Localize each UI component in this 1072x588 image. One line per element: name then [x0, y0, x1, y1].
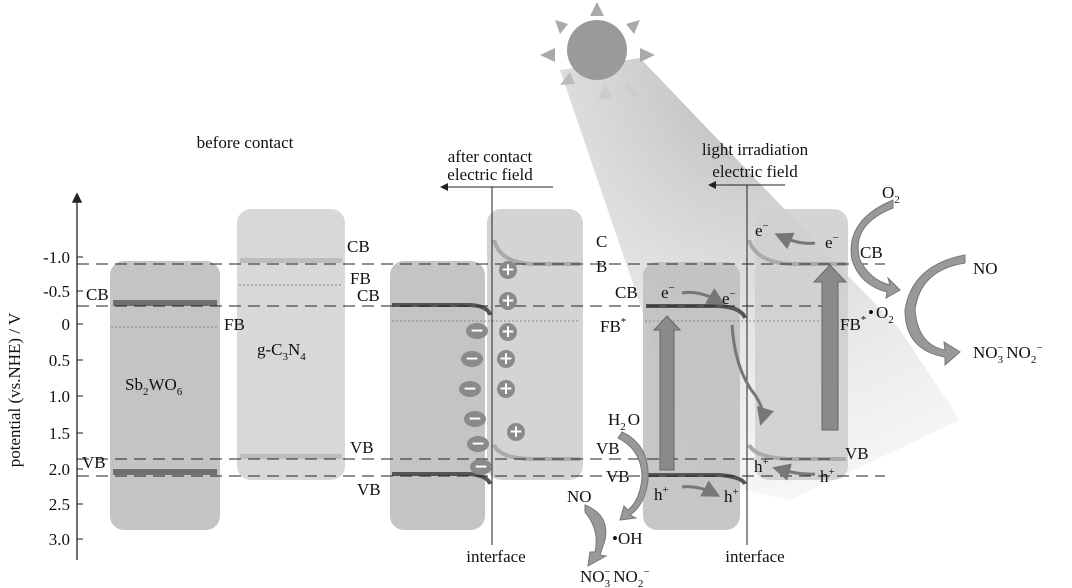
cb-label: CB [357, 286, 380, 305]
reference-lines [77, 263, 885, 477]
tick-label: -1.0 [43, 248, 70, 267]
superoxide-label: •O2 [868, 303, 894, 326]
minus-charge: − [471, 434, 485, 454]
minus-charge: − [470, 321, 484, 341]
before-contact-title: before contact [197, 133, 294, 152]
minus-charge: − [468, 409, 482, 429]
nitrate-nitrite-label: NO3−NO2− [580, 566, 650, 588]
plus-charge: + [509, 422, 523, 442]
tick-label: 3.0 [49, 530, 70, 549]
no-label: NO [567, 487, 592, 506]
vb-label: VB [82, 453, 106, 472]
hole-label: h+ [754, 456, 769, 476]
nitrate-nitrite-label: NO3−NO2− [973, 342, 1043, 366]
fb-star-label: FB* [840, 314, 866, 334]
no-label: NO [973, 259, 998, 278]
plus-charge: + [501, 291, 515, 311]
hole-label: h+ [820, 466, 835, 486]
electron-label: e− [755, 220, 769, 240]
vb-label: VB [606, 467, 630, 486]
fb-label: FB [350, 269, 371, 288]
tick-label: 2.0 [49, 460, 70, 479]
tick-label: 1.0 [49, 387, 70, 406]
cb-label: CB [860, 243, 883, 262]
minus-charge: − [463, 379, 477, 399]
tick-label: 0 [62, 315, 71, 334]
reaction-arrows [584, 199, 966, 567]
sb2wo6-label: Sb2WO6 [125, 375, 183, 398]
vb-label: VB [357, 480, 381, 499]
tick-label: -0.5 [43, 282, 70, 301]
electron-label: e− [661, 282, 675, 302]
o2-label: O2 [882, 183, 900, 206]
plus-charge: + [499, 349, 513, 369]
y-axis: -1.0 -0.5 0 0.5 1.0 1.5 2.0 2.5 3.0 pote… [5, 192, 83, 560]
cb-label: CB [347, 237, 370, 256]
excitation-arrows [652, 264, 848, 471]
fb-label: FB [224, 315, 245, 334]
vb-label: VB [596, 439, 620, 458]
vb-label: VB [845, 444, 869, 463]
cb-label: CB [86, 285, 109, 304]
electric-field-label: electric field [447, 165, 533, 184]
hole-label: h+ [724, 486, 739, 506]
interface-label: interface [725, 547, 784, 566]
b-label: B [596, 257, 607, 276]
minus-charge: − [474, 457, 488, 477]
cb-label: CB [615, 283, 638, 302]
sun-icon [540, 2, 960, 500]
electric-field-label: electric field [712, 162, 798, 181]
plus-charge: + [501, 260, 515, 280]
energy-bands [111, 239, 846, 486]
charge-transfer-arrows [681, 232, 816, 497]
axis-title: potential (vs.NHE) / V [5, 312, 24, 467]
vb-label: VB [350, 438, 374, 457]
minus-charge: − [465, 349, 479, 369]
plus-charge: + [499, 379, 513, 399]
plus-charge: + [501, 322, 515, 342]
tick-label: 1.5 [49, 424, 70, 443]
tick-label: 2.5 [49, 495, 70, 514]
light-irradiation-title: light irradiation [702, 140, 809, 159]
interface-label: interface [466, 547, 525, 566]
hole-label: h+ [654, 484, 669, 504]
fb-star-label: FB* [600, 316, 626, 336]
charge-markers: − − − − − − + + + + + + [459, 260, 525, 477]
after-contact-title: after contact [448, 147, 533, 166]
light-labels: CB FB* VB VB VB CB FB* e− e− e− e− h+ h+… [567, 183, 1043, 588]
electron-label: e− [722, 288, 736, 308]
hydroxyl-radical-label: •OH [612, 529, 643, 548]
gc3n4-label: g-C3N4 [257, 340, 306, 363]
tick-label: 0.5 [49, 351, 70, 370]
electron-label: e− [825, 232, 839, 252]
c-label: C [596, 232, 607, 251]
